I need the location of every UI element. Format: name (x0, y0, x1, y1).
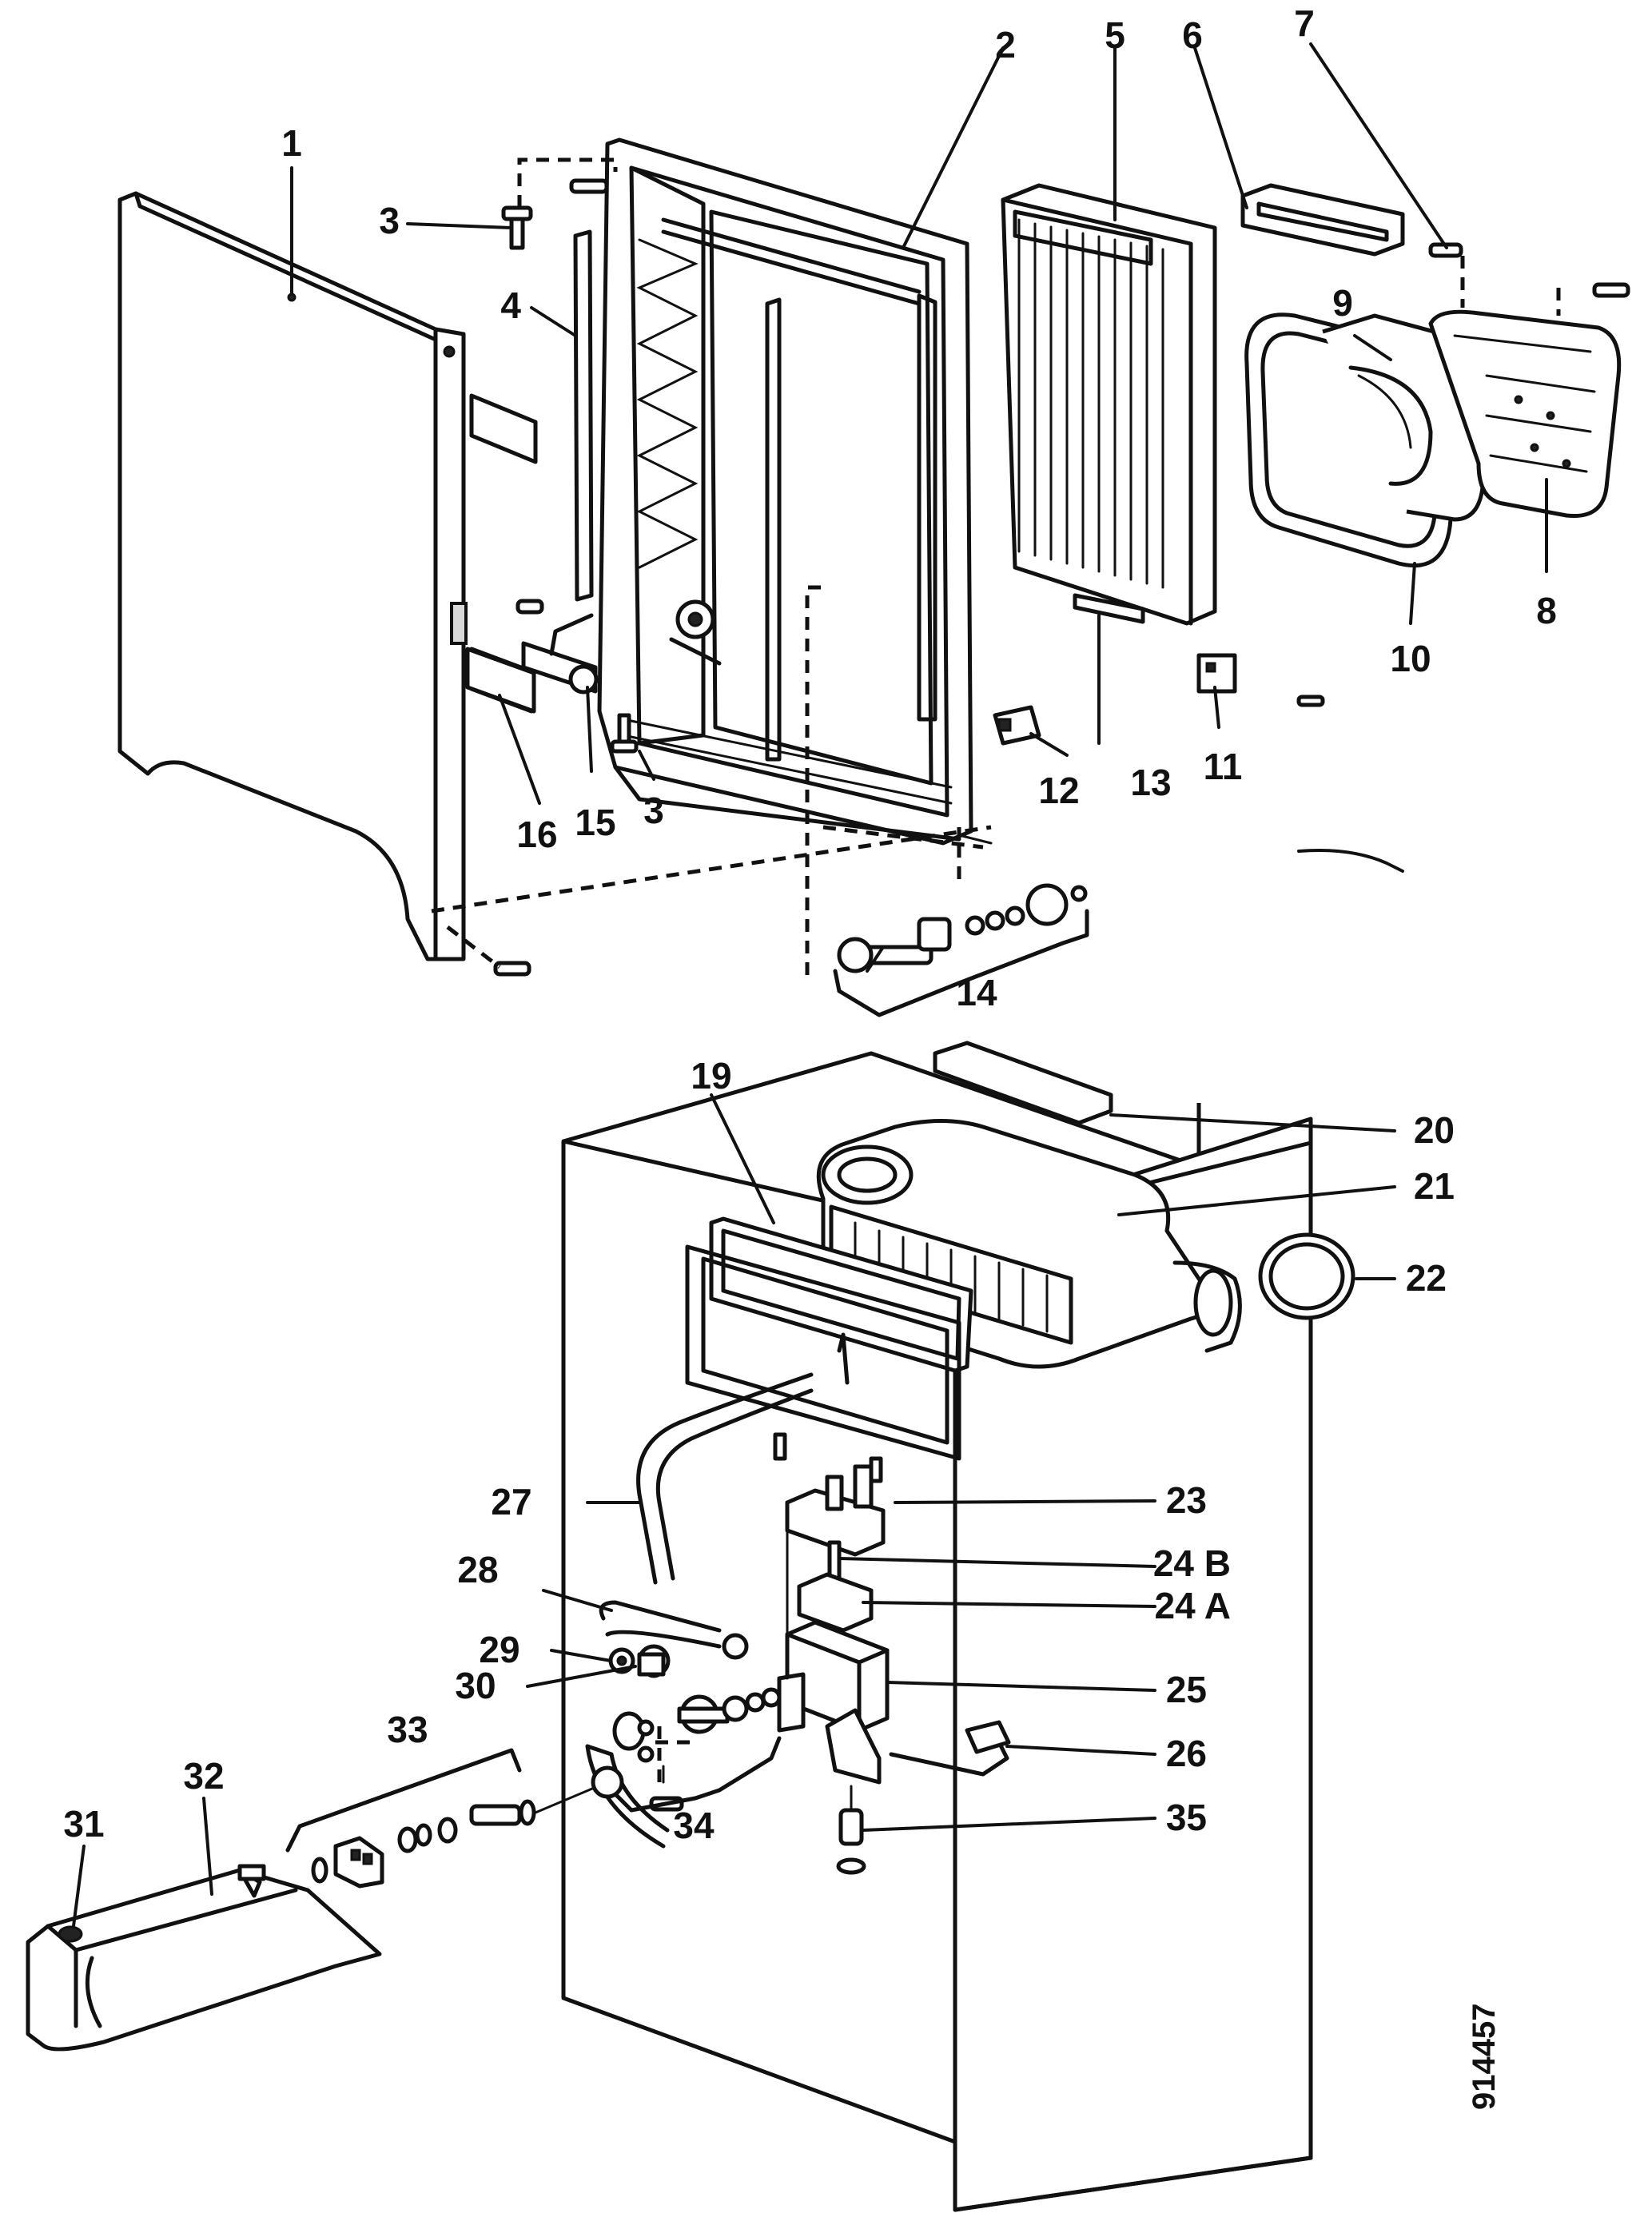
callout-30: 30 (455, 1665, 496, 1706)
part-12-electrode (993, 705, 1041, 746)
callout-31: 31 (63, 1803, 104, 1845)
callout-14: 14 (956, 972, 997, 1013)
callout-1: 1 (281, 122, 302, 164)
callout-25: 25 (1166, 1669, 1207, 1710)
part-19-gasket-frame (685, 1216, 973, 1461)
callout-21: 21 (1414, 1165, 1455, 1207)
casing-front-cutout (585, 1711, 670, 1849)
drawing-number: 914457 (1467, 2004, 1502, 2110)
part-15-elbow (521, 613, 599, 695)
callout-labels: 1 2 3 4 5 6 7 8 9 10 11 12 13 14 15 16 3… (63, 2, 1556, 1846)
callout-10: 10 (1390, 638, 1431, 679)
callout-33: 33 (387, 1709, 428, 1750)
callout-29: 29 (479, 1629, 519, 1670)
callout-24b: 24 B (1153, 1542, 1231, 1584)
callout-23: 23 (1166, 1479, 1207, 1521)
part-5-heat-exchanger (1001, 183, 1217, 626)
callout-16: 16 (516, 814, 557, 855)
callout-19: 19 (691, 1055, 731, 1097)
callout-35: 35 (1166, 1797, 1207, 1838)
callout-22: 22 (1406, 1257, 1447, 1299)
part-14-spindle-assembly (837, 883, 1088, 973)
part-2-frame (597, 137, 973, 846)
part-31-knob-cap (58, 1925, 83, 1943)
leader-31 (72, 1845, 86, 1928)
callout-7: 7 (1294, 2, 1315, 44)
callout-28: 28 (457, 1549, 498, 1590)
callout-24a: 24 A (1155, 1585, 1231, 1626)
callout-26: 26 (1166, 1733, 1207, 1774)
callout-3-upper: 3 (379, 200, 400, 241)
callout-3-lower: 3 (643, 790, 664, 831)
part-20-cover-strip (933, 1041, 1113, 1125)
callout-20: 20 (1414, 1109, 1455, 1151)
casing-fixing-screw (493, 961, 531, 977)
part-4-sealing-strip (573, 229, 594, 602)
leader-32 (202, 1797, 213, 1896)
leader-lines (290, 42, 1548, 1832)
part-28-hose (599, 1600, 749, 1660)
part-16-bracket (465, 647, 536, 714)
part-35-nozzle (836, 1808, 866, 1875)
part-22-seal-ring (1258, 1232, 1355, 1320)
part-6-gasket (1240, 183, 1405, 257)
part-11-sensor (1196, 653, 1325, 707)
callout-9: 9 (1332, 282, 1353, 324)
callout-13: 13 (1130, 762, 1171, 803)
part-33-valve-knob-assembly (311, 1765, 624, 1889)
callout-4: 4 (500, 285, 521, 326)
callout-11: 11 (1204, 746, 1243, 787)
part-14-bracket (837, 909, 1089, 1017)
part-23-bracket (773, 1432, 886, 1557)
part-24a-block (797, 1572, 874, 1633)
part-7-screw (1428, 242, 1630, 298)
callout-6: 6 (1182, 14, 1203, 56)
part-30-fitting (637, 1644, 671, 1678)
part-25-valve-housing (777, 1620, 890, 1785)
callout-2: 2 (995, 24, 1016, 66)
part-3-screw-top (501, 178, 609, 250)
callout-5: 5 (1105, 14, 1125, 56)
part-3-screw-bottom (516, 599, 639, 754)
callout-34: 34 (673, 1805, 715, 1846)
part-8-burner-plate (1428, 309, 1622, 519)
part-1-front-casing-panel (117, 191, 538, 961)
part-27-pipe (636, 1372, 814, 1585)
part-32-fascia-cover (26, 1864, 382, 2052)
part-26-sensor (889, 1720, 1011, 1777)
callout-8: 8 (1536, 590, 1557, 631)
callout-12: 12 (1038, 770, 1079, 811)
callout-32: 32 (183, 1755, 224, 1797)
part-13-plate (1073, 593, 1145, 624)
callout-15: 15 (575, 802, 615, 843)
callout-27: 27 (491, 1481, 531, 1522)
